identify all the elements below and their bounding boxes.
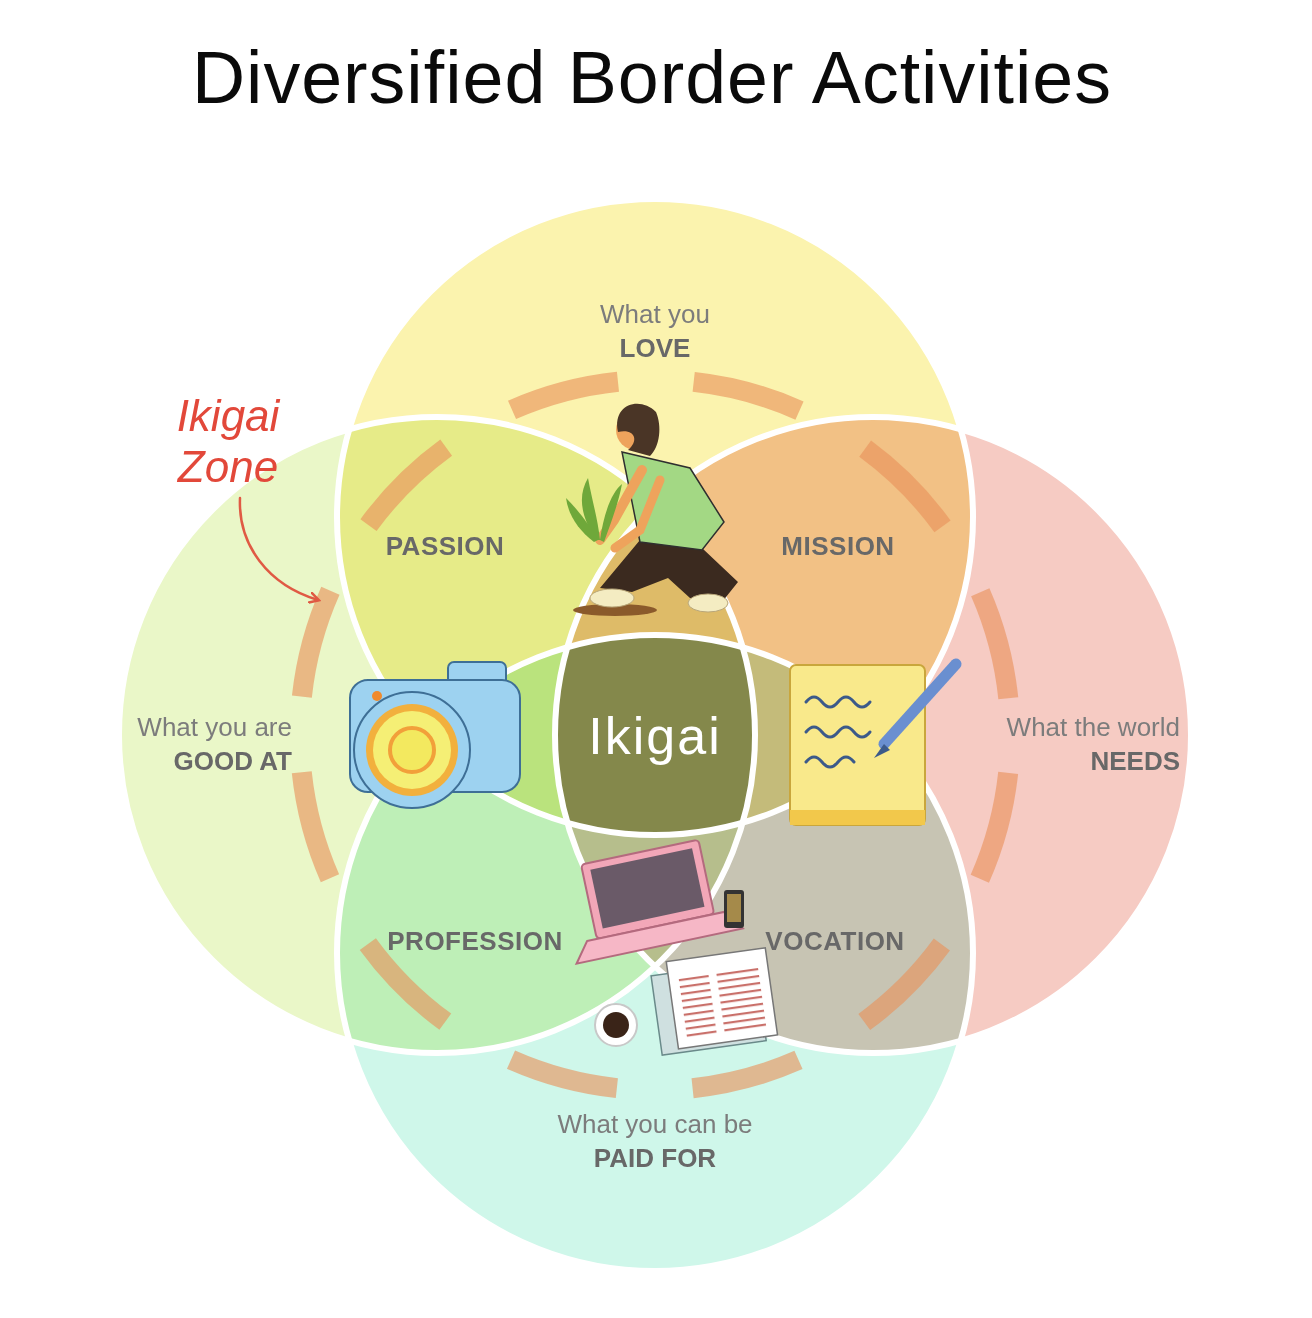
zone-arrow (240, 498, 318, 600)
region-label: MISSION (781, 530, 894, 564)
zone-callout: Ikigai Zone (143, 391, 313, 492)
diagram-title: Diversified Border Activities (0, 38, 1308, 119)
circle-label: What you are GOOD AT (92, 711, 292, 779)
camera-icon (350, 662, 520, 808)
circle-outlines (119, 199, 1191, 1271)
circle-label: What the world NEEDS (950, 711, 1180, 779)
notebook-icon (790, 664, 956, 825)
circle-fill (337, 635, 973, 1271)
circle-label: What you can be PAID FOR (545, 1108, 765, 1176)
zone-ring (300, 380, 1010, 1090)
desk-items (557, 834, 779, 1055)
region-label: PASSION (386, 530, 505, 564)
center-label: Ikigai (588, 703, 721, 771)
gardener-figure (566, 404, 738, 616)
region-label: PROFESSION (387, 925, 562, 959)
region-label: VOCATION (765, 925, 904, 959)
circle-label: What you LOVE (580, 298, 730, 366)
